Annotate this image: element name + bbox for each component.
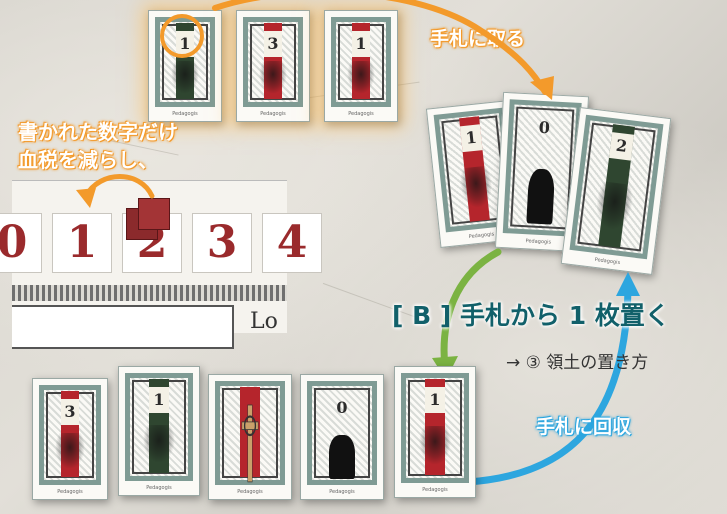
return-to-hand-label: 手札に回収 [536, 416, 632, 438]
ornament-border [12, 285, 287, 301]
track-cell-3: 3 [192, 213, 252, 273]
card-number: 1 [425, 387, 445, 413]
celtic-cross-icon [241, 404, 259, 483]
card-number: 0 [336, 398, 348, 417]
family-silhouette-icon [328, 434, 356, 480]
bottom-card-5[interactable]: 1 Pedagogis [394, 366, 476, 498]
board-panel [12, 305, 234, 349]
card-number: 1 [352, 31, 370, 57]
bottom-card-3[interactable]: Pedagogis [208, 374, 292, 500]
card-number: 2 [609, 132, 634, 161]
track-cell-0: 0 [0, 213, 42, 273]
card-number: 0 [538, 117, 551, 138]
bottom-card-2[interactable]: 1 Pedagogis [118, 366, 200, 496]
board-fragment-text: Lo [250, 309, 278, 334]
bottom-card-4[interactable]: 0 Pedagogis [300, 374, 384, 500]
track-cell-1: 1 [52, 213, 112, 273]
reduce-tax-label-line2: 血税を減らし、 [18, 148, 158, 172]
card-number: 1 [460, 124, 483, 153]
take-to-hand-label: 手札に取る [430, 28, 526, 50]
card-number: 1 [149, 387, 169, 413]
hand-card-3[interactable]: 2 Pedagogis [560, 106, 672, 276]
farmer-silhouette-icon [525, 168, 556, 225]
reduce-tax-label-line1: 書かれた数字だけ [18, 120, 178, 144]
card-number: 3 [264, 31, 282, 57]
bottom-card-1[interactable]: 3 Pedagogis [32, 378, 108, 500]
place-card-heading: [ B ] 手札から 1 枚置く [392, 301, 670, 330]
placement-reference: → ③ 領土の置き方 [506, 353, 649, 373]
top-card-3[interactable]: 1 Pedagogis [324, 10, 398, 122]
card-number: 3 [61, 399, 79, 425]
top-card-2[interactable]: 3 Pedagogis [236, 10, 310, 122]
highlight-circle-icon [160, 14, 204, 58]
blood-tax-cube-icon [138, 198, 170, 230]
track-cell-4: 4 [262, 213, 322, 273]
